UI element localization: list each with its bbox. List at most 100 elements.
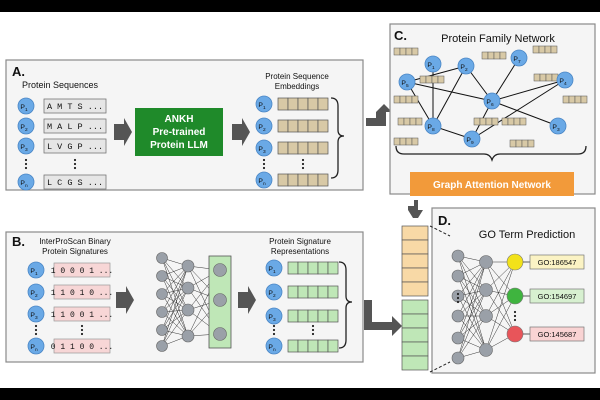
network-edge [491, 57, 520, 102]
representation-protein-3-circle [265, 337, 283, 355]
arrow-gat-to-vector [408, 196, 423, 218]
signature-bits-3: 0 1 1 0 0 ... [51, 343, 113, 352]
network-node-5: P6 [483, 92, 501, 110]
node-embedding-cell [425, 75, 433, 84]
embedding-protein-1-circle [255, 117, 273, 135]
sequence-protein-2-circle [17, 137, 35, 155]
signature-protein-1: P2 [27, 283, 45, 301]
bottleneck-neuron [213, 327, 227, 341]
representation-cell [287, 339, 299, 353]
go-term-box-2 [529, 326, 585, 342]
signature-protein-0-circle [27, 261, 45, 279]
network-node-7: P9 [463, 130, 481, 148]
network-node-7-circle [463, 130, 481, 148]
vector-cell-signature [401, 313, 429, 329]
network-node-8-circle [549, 117, 567, 135]
sequence-protein-1: P2 [17, 117, 35, 135]
network-brace [395, 145, 587, 163]
signature-protein-0: P1 [27, 261, 45, 279]
network-edge [406, 81, 493, 102]
network-edge [432, 65, 467, 127]
arrow-embeddings-to-network [366, 104, 392, 126]
embedding-cell [317, 119, 329, 133]
vector-cell-signature [401, 355, 429, 371]
node-embedding-cell [491, 117, 499, 126]
vector-cell-signature [401, 327, 429, 343]
embedding-cell [287, 141, 299, 155]
node-embedding-cell [411, 137, 419, 146]
network-node-3-circle [398, 73, 416, 91]
sequence-protein-1-circle [17, 117, 35, 135]
node-embedding-cell [393, 95, 401, 104]
node-embedding-cell [545, 73, 553, 82]
signature-protein-3-circle [27, 337, 45, 355]
ankh-llm-box [135, 108, 223, 156]
network-edge [471, 79, 566, 140]
signature-protein-2-label: P3 [30, 312, 38, 321]
sequence-text-0: A M T S ... [47, 102, 103, 112]
embedding-cell [287, 119, 299, 133]
concatenated-vector [401, 225, 429, 371]
representation-cell [297, 261, 309, 275]
prediction-neuron [451, 351, 465, 365]
network-node-5-label: P6 [486, 99, 494, 108]
encoder-neuron [156, 252, 168, 264]
embedding-cell [317, 97, 329, 111]
panel-a-label: A. [12, 64, 25, 79]
encoder-neuron [156, 306, 168, 318]
sequence-protein-0-circle [17, 97, 35, 115]
sequence-protein-3-circle [17, 173, 35, 191]
bottleneck-neuron [213, 293, 227, 307]
representation-cell [327, 285, 339, 299]
node-embedding-cell [513, 117, 521, 126]
vector-cell-network [401, 225, 429, 241]
go-term-label-0: GO:186547 [538, 258, 577, 267]
network-edge [406, 81, 434, 127]
go-term-box-1 [529, 288, 585, 304]
network-node-0: P1 [424, 55, 442, 73]
embedding-ellipsis-left [262, 158, 266, 170]
embedding-protein-1: P2 [255, 117, 273, 135]
sequence-protein-0-label: P1 [20, 104, 28, 113]
embedding-protein-0: P1 [255, 95, 273, 113]
node-embedding-cell [481, 51, 489, 60]
signature-box-3 [53, 338, 111, 354]
embedding-protein-2-label: P3 [258, 146, 266, 155]
network-node-4: P4 [556, 71, 574, 89]
network-node-3-label: P5 [401, 80, 409, 89]
embedding-cell [287, 97, 299, 111]
node-embedding-cell [507, 117, 515, 126]
node-embedding-cell [574, 95, 582, 104]
prediction-neuron [479, 255, 493, 269]
sequence-box-3 [43, 174, 107, 190]
representation-cell [297, 285, 309, 299]
node-embedding-cell [568, 95, 576, 104]
embedding-protein-1-label: P2 [258, 124, 266, 133]
representation-cell [327, 261, 339, 275]
arrow-signatures-to-encoder [116, 286, 134, 314]
node-embedding-cell [399, 47, 407, 56]
encoder-neuron [181, 303, 195, 317]
llm-line-2: Pre-trained [153, 127, 206, 138]
representation-protein-3-label: Pn [268, 344, 276, 353]
network-node-8-label: P3 [552, 124, 560, 133]
node-embedding-cell [499, 51, 507, 60]
network-node-5-circle [483, 92, 501, 110]
representation-protein-1-label: P2 [268, 290, 276, 299]
embedding-protein-3: Pn [255, 171, 273, 189]
sequence-protein-2: P3 [17, 137, 35, 155]
encoder-neuron [181, 281, 195, 295]
embedding-protein-3-label: Pn [258, 178, 266, 187]
protein-sequences-title: Protein Sequences [22, 80, 99, 90]
node-embedding-cell [562, 95, 570, 104]
node-embedding-cell [411, 95, 419, 104]
embedding-cell [307, 173, 319, 187]
node-embedding-cell [527, 139, 535, 148]
representation-protein-0-label: P1 [268, 266, 276, 275]
embedding-cell [277, 97, 289, 111]
node-embedding-cell [393, 47, 401, 56]
signature-protein-1-circle [27, 283, 45, 301]
